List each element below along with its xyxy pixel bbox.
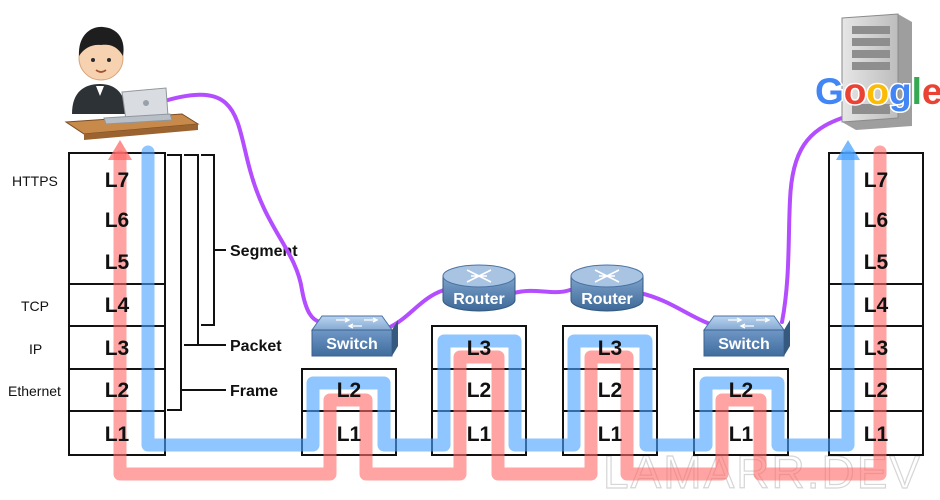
router-1-l1-label: L1 xyxy=(467,423,492,446)
return-arrowhead xyxy=(836,140,860,160)
switch-1-l2-label: L2 xyxy=(337,379,362,402)
server-l3-label: L3 xyxy=(864,337,889,360)
router-2-l2-label: L2 xyxy=(598,379,623,402)
client-l1-label: L1 xyxy=(105,423,130,446)
frame-bracket xyxy=(167,154,226,411)
router-2-icon: Router xyxy=(570,264,644,312)
google-letter-o1: o xyxy=(844,71,867,112)
client-l6-label: L6 xyxy=(105,209,130,232)
protocol-ethernet-label: Ethernet xyxy=(8,383,61,399)
link-router-2-to-switch-2 xyxy=(638,291,712,326)
google-letter-o2: o xyxy=(866,71,889,112)
pdu-brackets xyxy=(167,154,226,411)
switch-1-label: Switch xyxy=(326,336,378,353)
client-l7-label: L7 xyxy=(105,169,130,192)
link-client-to-switch-1 xyxy=(166,92,322,324)
server-tower-icon xyxy=(841,13,912,130)
link-router-1-to-router-2 xyxy=(512,288,572,295)
router-1-label: Router xyxy=(453,291,505,308)
protocol-tcp-label: TCP xyxy=(21,298,49,314)
link-switch-1-to-router-1 xyxy=(386,288,446,330)
switch-2-icon: Switch xyxy=(703,315,790,357)
google-letter-e: e xyxy=(922,71,940,112)
google-letter-l: l xyxy=(912,71,922,112)
router-2-l1-label: L1 xyxy=(598,423,623,446)
client-l3-label: L3 xyxy=(105,337,130,360)
outbound-flow-red xyxy=(113,145,887,481)
segment-label: Segment xyxy=(230,243,298,260)
return-flow-blue xyxy=(141,145,855,452)
router-2-label: Router xyxy=(581,291,633,308)
server-layer-labels: L7 L6 L5 L4 L3 L2 L1 xyxy=(864,169,889,446)
router-1-l2-label: L2 xyxy=(467,379,492,402)
server-l2-label: L2 xyxy=(864,379,889,402)
protocol-https-label: HTTPS xyxy=(12,173,58,189)
server-l1-label: L1 xyxy=(864,423,889,446)
switch-2-label: Switch xyxy=(718,336,770,353)
google-letter-g2: g xyxy=(889,71,912,112)
switch-1-l1-label: L1 xyxy=(337,423,362,446)
google-logo: Google xyxy=(814,70,940,114)
outbound-arrowhead xyxy=(108,140,132,160)
link-switch-2-to-server xyxy=(780,116,844,324)
svg-text:Google: Google xyxy=(815,71,940,112)
packet-label: Packet xyxy=(230,338,282,355)
server-l6-label: L6 xyxy=(864,209,889,232)
router-2-l3-label: L3 xyxy=(598,337,623,360)
frame-label: Frame xyxy=(230,383,278,400)
client-l2-label: L2 xyxy=(105,379,130,402)
server-l7-label: L7 xyxy=(864,169,889,192)
segment-bracket xyxy=(201,154,226,326)
switch-2-l2-label: L2 xyxy=(729,379,754,402)
client-l4-label: L4 xyxy=(105,294,130,317)
google-letter-g: G xyxy=(815,71,844,112)
client-l5-label: L5 xyxy=(105,251,130,274)
person-with-laptop-icon xyxy=(64,26,200,140)
server-l5-label: L5 xyxy=(864,251,889,274)
client-layer-labels: L7 L6 L5 L4 L3 L2 L1 xyxy=(105,169,130,446)
router-1-icon: Router xyxy=(442,264,516,312)
switch-2-l1-label: L1 xyxy=(729,423,754,446)
server-l4-label: L4 xyxy=(864,294,889,317)
switch-1-icon: Switch xyxy=(311,315,398,357)
protocol-ip-label: IP xyxy=(29,341,42,357)
packet-bracket xyxy=(184,154,226,346)
router-1-l3-label: L3 xyxy=(467,337,492,360)
